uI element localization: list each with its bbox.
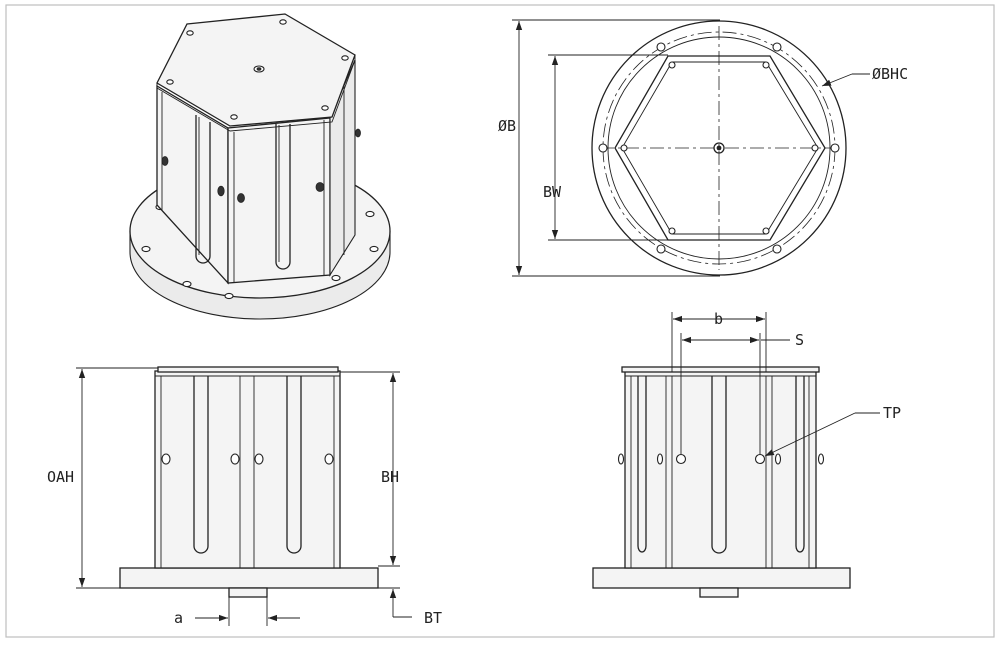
label-through-port: TP <box>883 404 901 422</box>
drawing-frame <box>5 4 995 638</box>
label-bolt-hole-circle: ØBHC <box>872 65 908 83</box>
label-body-width: BW <box>543 183 562 201</box>
top-view <box>512 19 870 277</box>
label-hub-offset: a <box>174 609 183 627</box>
label-slot-spacing: b <box>714 310 723 328</box>
label-overall-height: OAH <box>47 468 74 486</box>
isometric-view <box>129 13 391 320</box>
label-outer-diameter: ØB <box>498 117 516 135</box>
label-body-height: BH <box>381 468 399 486</box>
front-view <box>76 366 412 626</box>
label-base-thickness: BT <box>424 609 442 627</box>
side-view <box>592 312 880 598</box>
label-slot-width: S <box>795 331 804 349</box>
